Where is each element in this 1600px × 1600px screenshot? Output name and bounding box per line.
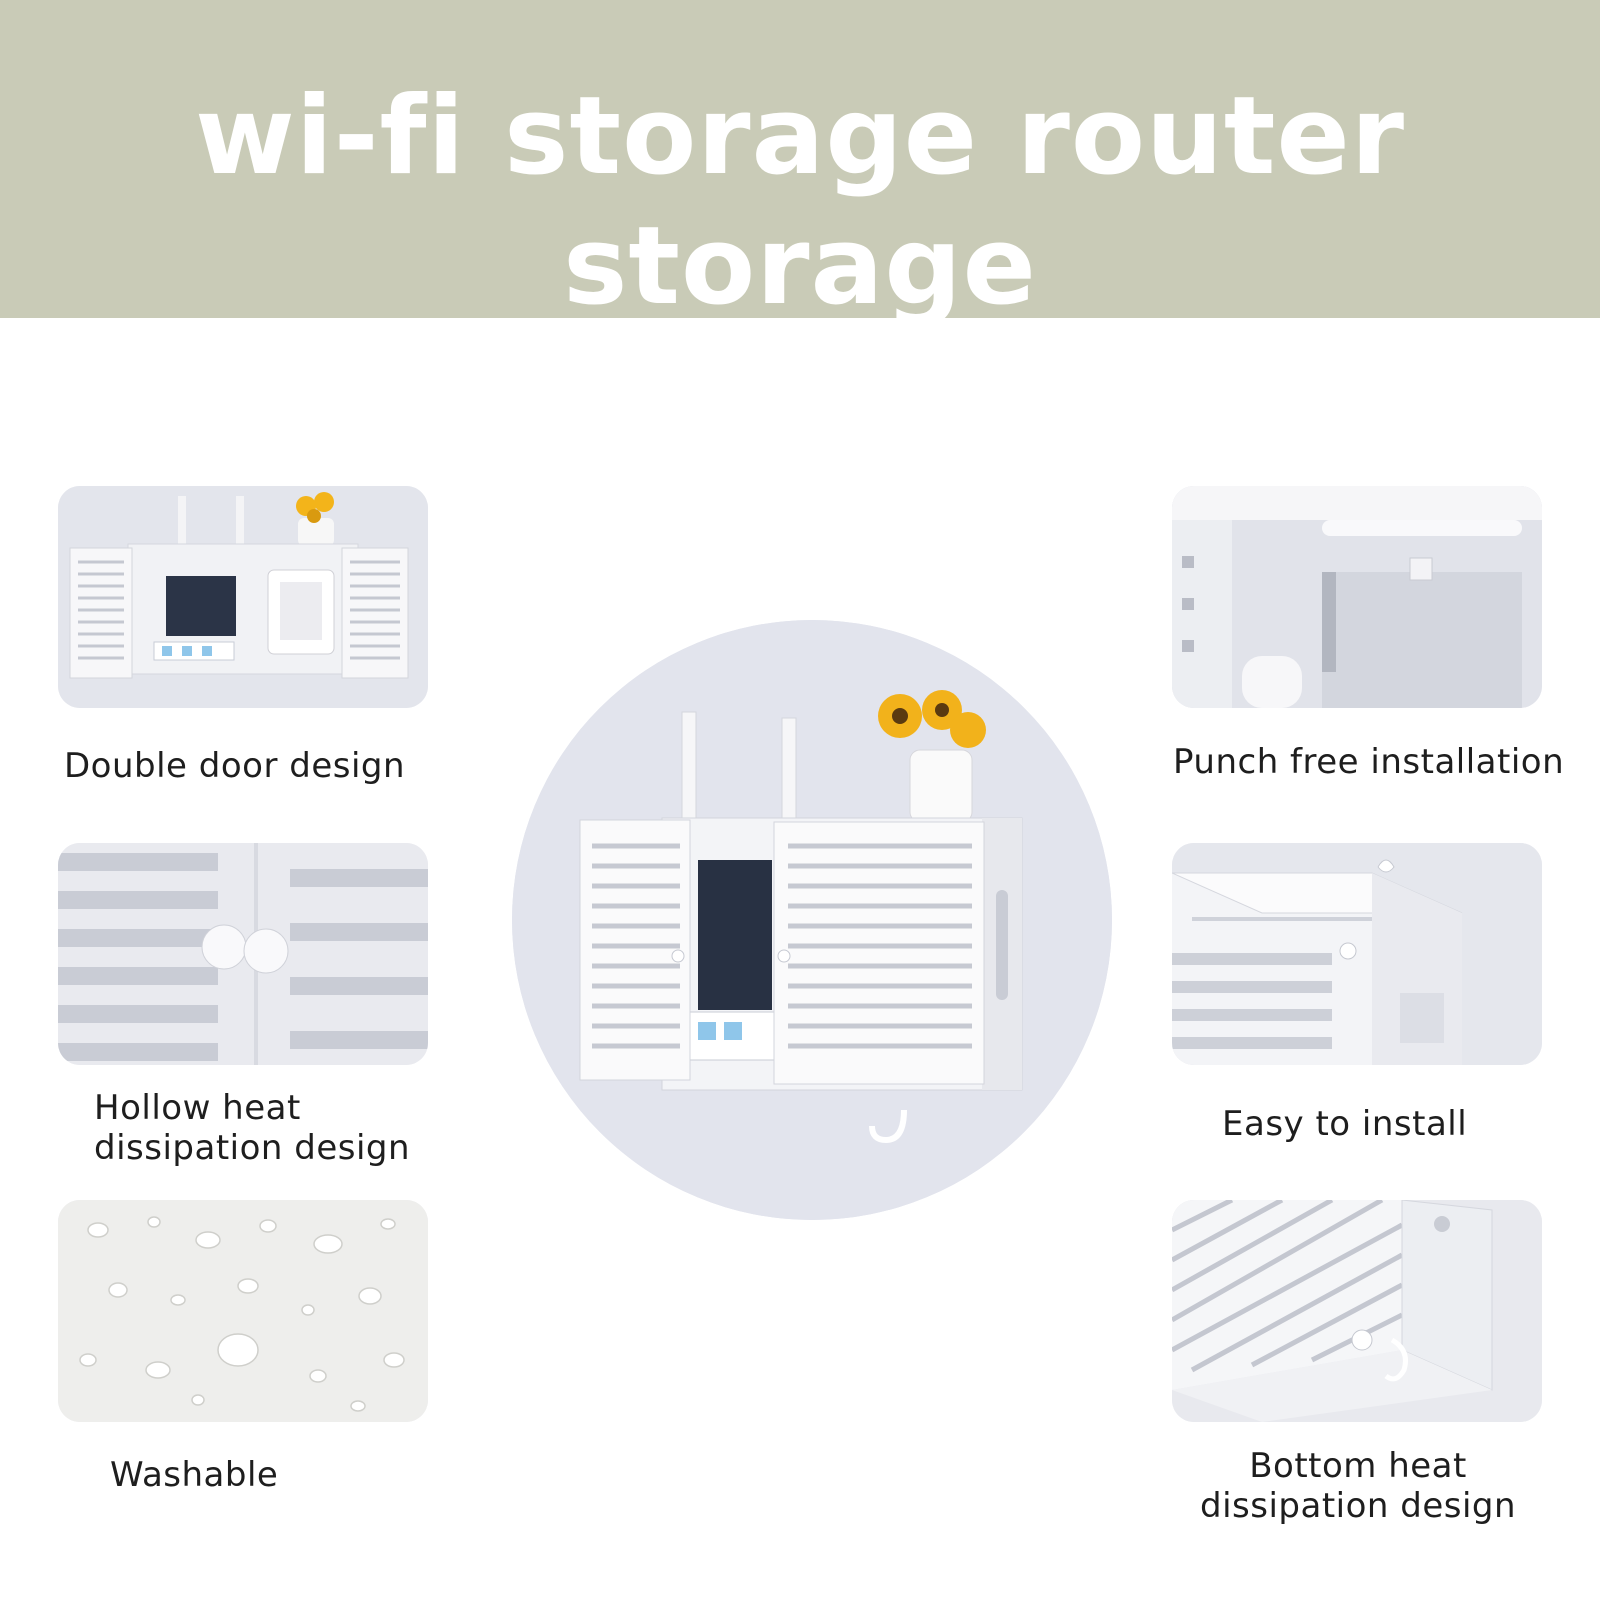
caption-bottom-heat-line1: Bottom heat [1249, 1446, 1467, 1486]
washable-thumbnail [58, 1200, 428, 1422]
double-door-thumbnail [58, 486, 428, 708]
hero-image-circle [512, 620, 1112, 1220]
cabinet-corner-image [1172, 843, 1542, 1065]
caption-easy-install: Easy to install [1222, 1104, 1468, 1144]
page-title: wi-fi storage router storage [194, 74, 1406, 329]
hollow-heat-thumbnail [58, 843, 428, 1065]
caption-bottom-heat: Bottom heat dissipation design [1200, 1446, 1516, 1526]
double-door-cabinet-image [58, 486, 428, 708]
bottom-heat-thumbnail [1172, 1200, 1542, 1422]
punch-free-thumbnail [1172, 486, 1542, 708]
caption-double-door: Double door design [64, 746, 406, 786]
easy-install-thumbnail [1172, 843, 1542, 1065]
caption-punch-free: Punch free installation [1173, 742, 1565, 782]
router-cabinet-image [512, 620, 1112, 1220]
slotted-door-knobs-image [58, 843, 428, 1065]
caption-bottom-heat-line2: dissipation design [1200, 1486, 1517, 1526]
header-banner: wi-fi storage router storage [0, 0, 1600, 329]
caption-hollow-heat: Hollow heat dissipation design [94, 1088, 410, 1168]
water-droplets-image [58, 1200, 428, 1422]
caption-washable: Washable [110, 1455, 279, 1495]
caption-hollow-heat-line2: dissipation design [94, 1128, 411, 1168]
cabinet-underside-image [1172, 1200, 1542, 1422]
interior-mount-bracket-image [1172, 486, 1542, 708]
caption-hollow-heat-line1: Hollow heat [94, 1088, 301, 1128]
